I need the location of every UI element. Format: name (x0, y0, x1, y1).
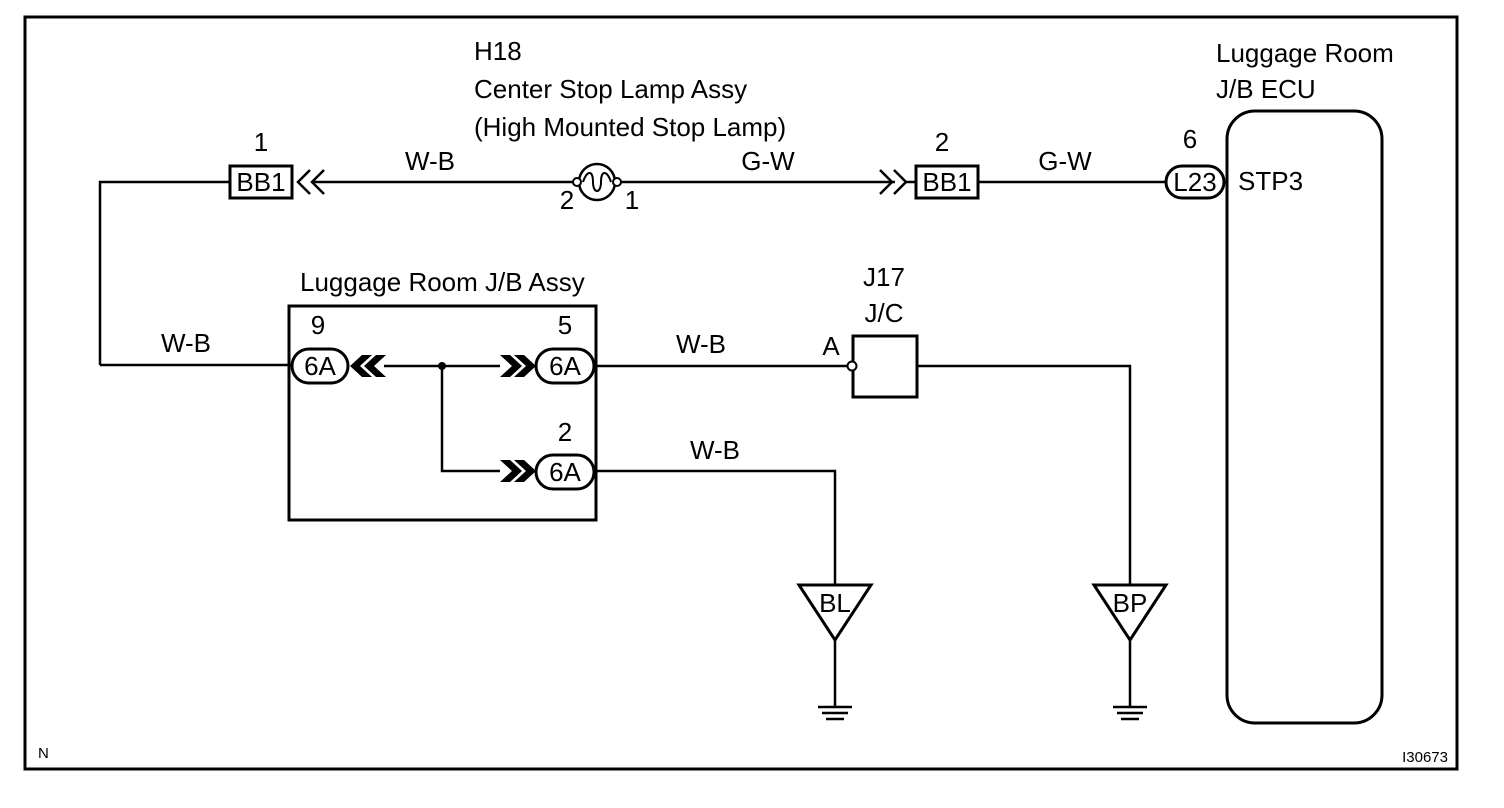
lamp-pin-right: 1 (625, 185, 639, 215)
ground-label-bp: BP (1113, 588, 1148, 618)
wire-label-mid: W-B (676, 329, 726, 359)
filled-chevron-right-top-2 (514, 355, 536, 377)
jb-assy-box (287, 304, 598, 522)
ecu-terminal: STP3 (1238, 166, 1303, 196)
connector-6a-left (290, 347, 350, 385)
wire-label-top-right: G-W (741, 146, 795, 176)
jc-terminal-dot (846, 360, 858, 372)
jc-box (851, 334, 919, 399)
connector-l23-pin: 6 (1183, 124, 1197, 154)
connector-bb1-left-pin: 1 (254, 127, 268, 157)
corner-label-left: N (38, 745, 49, 762)
ground-icon-left (818, 705, 852, 721)
connector-6a-left-pin: 9 (311, 310, 325, 340)
ecu-title-line2: J/B ECU (1216, 74, 1316, 104)
ground-icon-right (1113, 705, 1147, 721)
ground-point-bl (796, 583, 874, 643)
chevron-right-outer (879, 169, 894, 195)
jc-code: J17 (863, 262, 905, 292)
connector-6a-right-bottom-label: 6A (549, 457, 581, 487)
connector-bb1-left-label: BB1 (236, 167, 285, 197)
jc-terminal: A (822, 331, 840, 361)
lamp-subname: (High Mounted Stop Lamp) (474, 112, 786, 142)
chevron-left-outer (296, 169, 311, 195)
wire-label-bottom: W-B (690, 435, 740, 465)
connector-l23 (1164, 164, 1226, 200)
wire-label-left: W-B (161, 328, 211, 358)
connector-6a-right-top-pin: 5 (558, 310, 572, 340)
ecu-box (1225, 109, 1384, 725)
filled-chevron-right-bottom-1 (500, 460, 522, 482)
ground-point-bp (1091, 583, 1169, 643)
lamp-name: Center Stop Lamp Assy (474, 74, 747, 104)
chevron-right-inner (893, 169, 908, 195)
ground-label-bl: BL (819, 588, 851, 618)
jb-assy-title: Luggage Room J/B Assy (300, 267, 585, 297)
filled-chevron-left-1 (350, 355, 372, 377)
filled-chevron-left-2 (364, 355, 386, 377)
wire-label-top-left: W-B (405, 146, 455, 176)
jb-internal-branch (440, 366, 500, 473)
filled-chevron-right-bottom-2 (514, 460, 536, 482)
wire-label-ecu: G-W (1038, 146, 1092, 176)
connector-6a-right-top-label: 6A (549, 351, 581, 381)
ecu-title-line1: Luggage Room (1216, 38, 1394, 68)
wire-wb-bottom (594, 469, 837, 585)
connector-l23-label: L23 (1173, 167, 1216, 197)
connector-bb1-right-pin: 2 (935, 127, 949, 157)
filled-chevron-right-top-1 (500, 355, 522, 377)
connector-6a-right-bottom-pin: 2 (558, 417, 572, 447)
wire-jc-to-bp (917, 364, 1132, 585)
lamp-icon (572, 162, 622, 202)
lamp-code: H18 (474, 36, 522, 66)
figure-id: I30673 (1402, 749, 1448, 766)
jc-name: J/C (865, 298, 904, 328)
diagram-frame (23, 15, 1459, 771)
connector-6a-left-label: 6A (304, 351, 336, 381)
connector-bb1-right-label: BB1 (922, 167, 971, 197)
connector-bb1-left (228, 164, 294, 200)
wire-left-loop (98, 180, 230, 365)
lamp-pin-left: 2 (560, 185, 574, 215)
